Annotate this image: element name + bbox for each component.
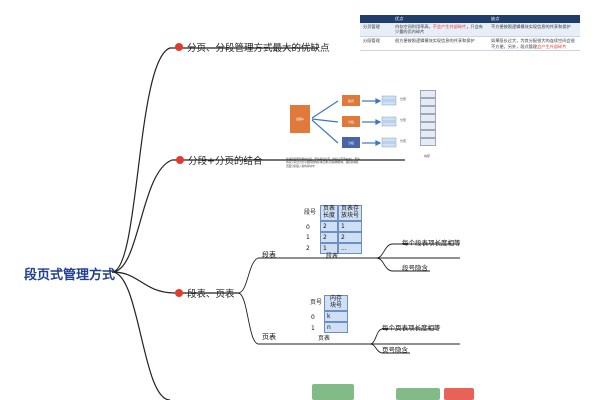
connector-branch-2 xyxy=(111,159,405,273)
bottom-thumbnail xyxy=(312,384,354,400)
segment-box: 段式 xyxy=(342,95,360,106)
connector-branch-4 xyxy=(111,271,171,400)
seg-row-addr: 1 xyxy=(338,221,362,232)
page-col-block: 内存块号 xyxy=(324,295,348,311)
connector-branch-1 xyxy=(111,47,318,273)
table-row: 分段管理 很方便按照逻辑模块实现信息的共享和保护 如果段长过大，为其分配很大的连… xyxy=(360,36,580,52)
memory-label: 内存 xyxy=(424,154,431,158)
table-header-pro: 优点 xyxy=(392,15,488,23)
paging-label: 分页 xyxy=(400,97,407,101)
page-row-no: 0 xyxy=(311,314,315,321)
segment-note-equal-length: 每个段表项长度相等 xyxy=(402,239,461,247)
row-name: 分段管理 xyxy=(360,36,392,52)
segment-box: 分段 xyxy=(342,137,360,148)
combination-diagram: 进程A 段式 分段 分段 分页 分页 分页 内存 xyxy=(282,88,442,160)
seg-row-len: 2 xyxy=(320,232,338,243)
connector-page-table xyxy=(237,292,460,345)
segment-box: 分段 xyxy=(342,116,360,127)
process-box: 进程A xyxy=(290,105,310,133)
branch-bullet-icon xyxy=(175,43,183,51)
seg-row-no: 2 xyxy=(306,245,310,252)
seg-col-len: 页表长度 xyxy=(320,205,338,221)
branch-bullet-icon xyxy=(176,156,184,164)
page-row-no: 1 xyxy=(311,325,315,332)
seg-row-len: 1 xyxy=(320,243,338,254)
page-note-equal-length: 每个页表项长度相等 xyxy=(382,324,441,332)
branch-label-pros-cons: 分页、分段管理方式最大的优缺点 xyxy=(187,43,330,54)
segment-note-implicit: 段号隐含 xyxy=(402,264,428,272)
table-header-empty xyxy=(360,15,392,23)
row-con: 如果段长过大，为其分配很大的连续空间会很不方便。另外，段式管理会产生外部碎片 xyxy=(488,36,580,52)
seg-row-addr: ... xyxy=(338,243,362,254)
page-note-implicit: 页号隐含 xyxy=(382,346,408,354)
seg-row-no: 0 xyxy=(306,224,310,231)
bottom-thumbnail xyxy=(396,388,440,400)
page-table-branch-label: 页表 xyxy=(262,333,276,341)
table-header-con: 缺点 xyxy=(488,15,580,23)
connector-branch-3 xyxy=(111,271,238,294)
segment-table-caption: 段表 xyxy=(326,253,339,260)
flow-arrows xyxy=(311,95,397,148)
page-col-no: 页号 xyxy=(310,299,323,306)
page-row-block: n xyxy=(324,322,348,333)
bottom-thumbnail xyxy=(444,388,474,400)
branch-bullet-icon xyxy=(175,289,183,297)
memory-column xyxy=(420,90,436,152)
table-row: 分页管理 内存空间利用率高，不会产生外部碎片，只会有少量的页内碎片 不方便按照逻… xyxy=(360,22,580,38)
connector-seg-note-2 xyxy=(375,257,430,272)
connector-page-note-1 xyxy=(369,328,438,345)
row-name: 分页管理 xyxy=(360,22,392,38)
row-pro: 很方便按照逻辑模块实现信息的共享和保护 xyxy=(392,36,488,52)
row-con: 不方便按照逻辑模块实现信息的共享和保护 xyxy=(488,22,580,38)
page-row-block: k xyxy=(324,311,348,322)
connector-page-note-2 xyxy=(369,343,410,354)
combination-note: 将进程按逻辑模块分段，再将各段分页（如每个页面4KB），再将内存空间分为大小相同… xyxy=(286,158,360,168)
connector-seg-table xyxy=(237,257,460,294)
seg-row-len: 2 xyxy=(320,221,338,232)
root-title: 段页式管理方式 xyxy=(24,268,116,283)
paging-label: 分页 xyxy=(400,118,407,122)
paging-label: 分页 xyxy=(400,139,407,143)
row-pro: 内存空间利用率高，不会产生外部碎片，只会有少量的页内碎片 xyxy=(392,22,488,38)
seg-col-no: 段号 xyxy=(304,209,317,216)
branch-label-combination: 分段+分页的结合 xyxy=(188,156,263,167)
seg-col-addr: 页表存放块号 xyxy=(338,205,362,221)
page-table-caption: 页表 xyxy=(318,335,331,342)
segment-table-branch-label: 段表 xyxy=(262,251,276,259)
connector-seg-note-1 xyxy=(375,243,460,259)
seg-row-no: 1 xyxy=(306,234,310,241)
branch-label-tables: 段表、页表 xyxy=(187,289,235,300)
seg-row-addr: 2 xyxy=(338,232,362,243)
comparison-table: 优点 缺点 分页管理 内存空间利用率高，不会产生外部碎片，只会有少量的页内碎片 … xyxy=(360,15,580,52)
